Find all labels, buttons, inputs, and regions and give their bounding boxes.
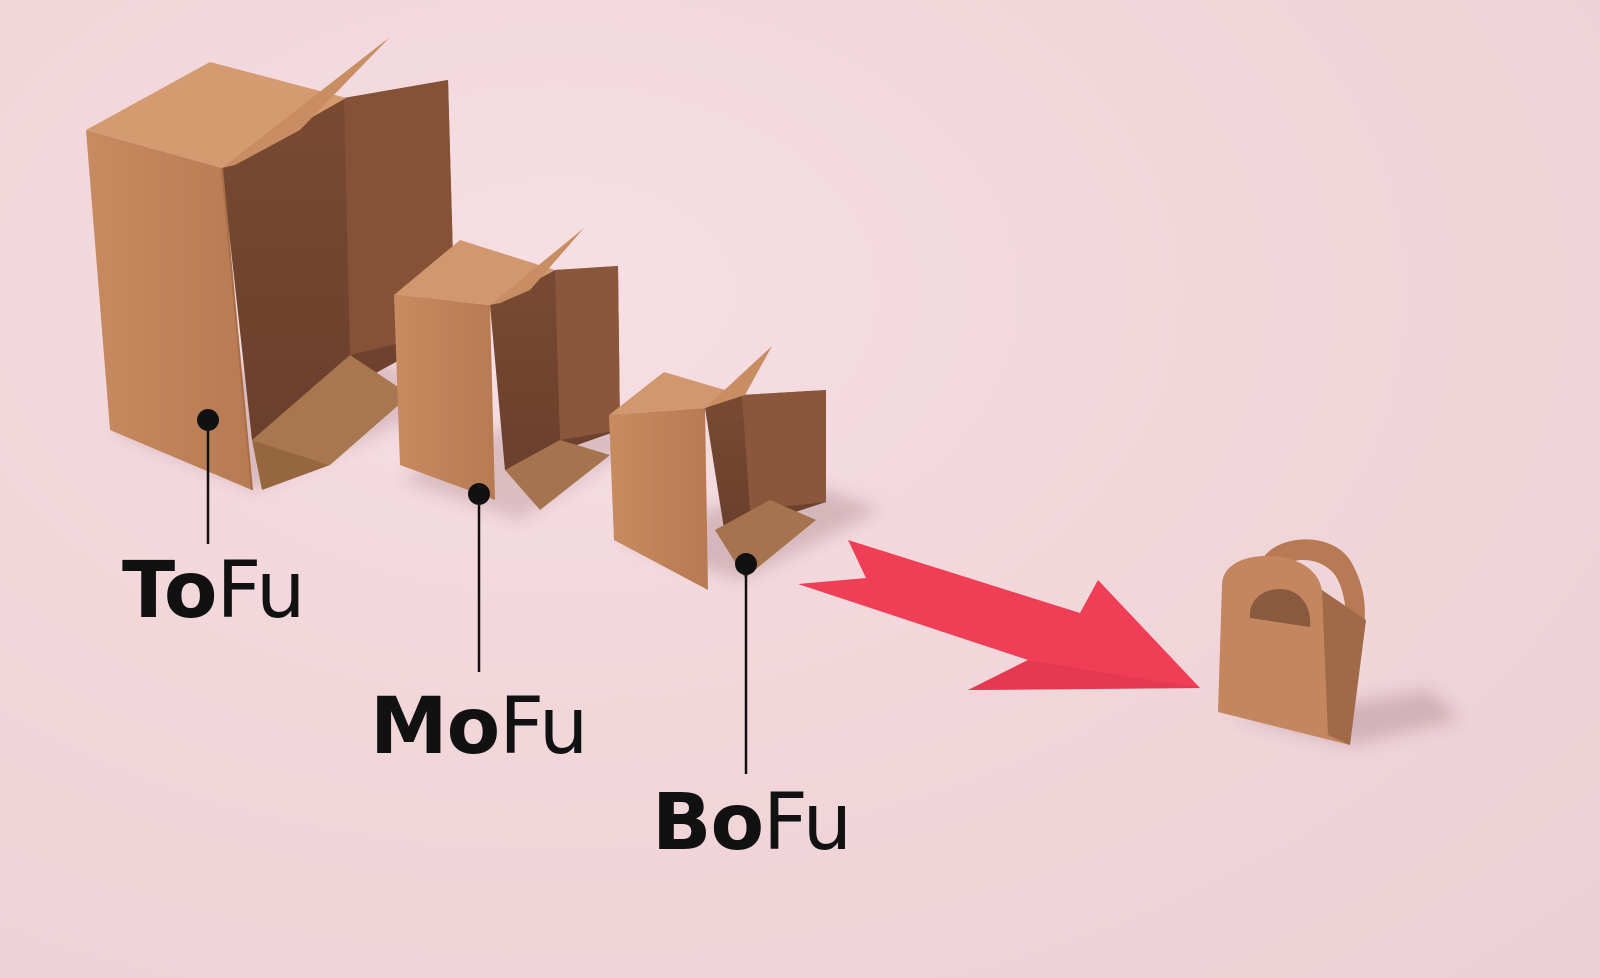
tofu-label: ToFu xyxy=(122,552,305,630)
bofu-marker-dot xyxy=(735,553,757,575)
bofu-label-light: Fu xyxy=(763,778,852,868)
red-paper-arrow-icon xyxy=(798,540,1200,690)
mofu-label: MoFu xyxy=(370,688,588,766)
bofu-label: BoFu xyxy=(652,784,852,862)
tofu-label-bold: To xyxy=(122,546,217,636)
tofu-label-light: Fu xyxy=(216,546,305,636)
mofu-label-bold: Mo xyxy=(370,682,500,772)
leader-lines xyxy=(197,409,757,774)
tofu-marker-dot xyxy=(197,409,219,431)
paper-shopping-bag-icon xyxy=(1218,539,1366,745)
medium-box xyxy=(394,228,620,510)
mofu-label-light: Fu xyxy=(499,682,588,772)
mofu-marker-dot xyxy=(468,483,490,505)
bofu-label-bold: Bo xyxy=(652,778,764,868)
